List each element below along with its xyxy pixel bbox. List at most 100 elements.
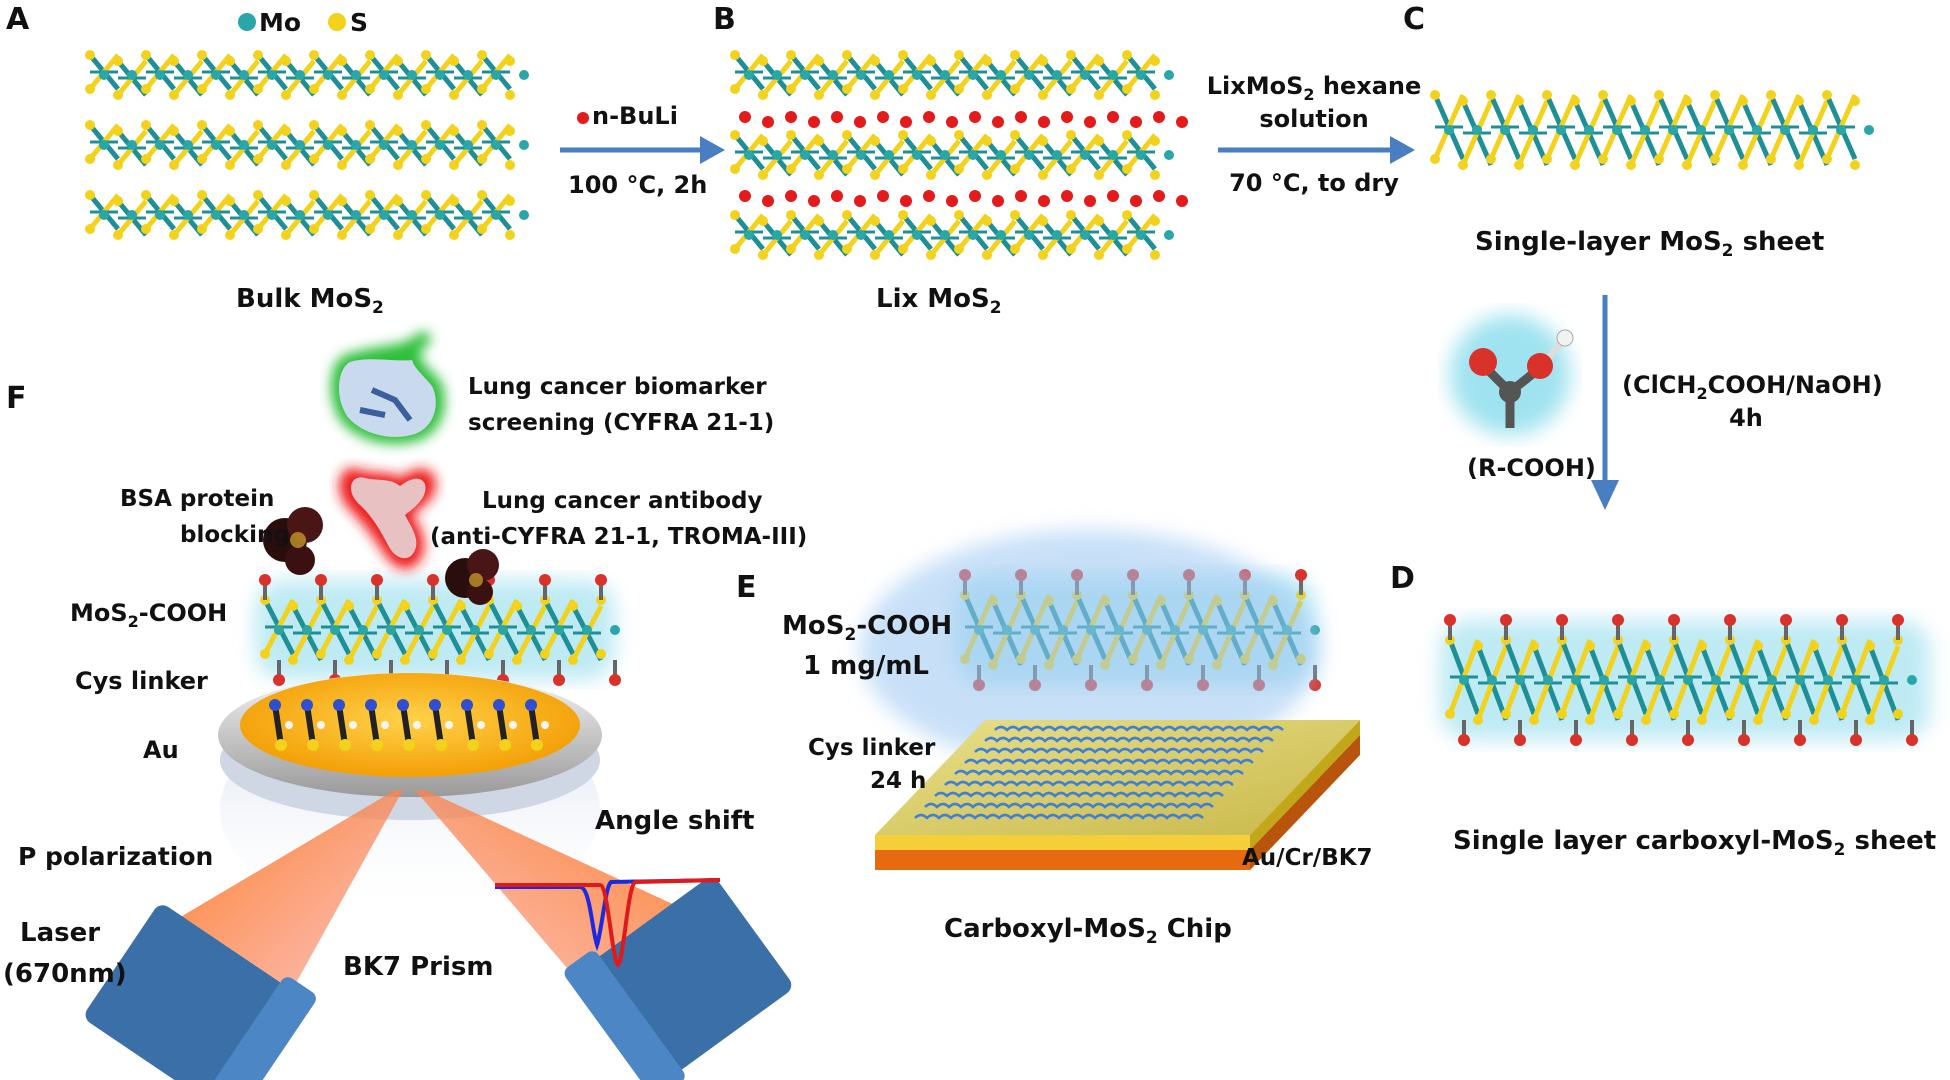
- caption-chip: Carboxyl-MoS2 Chip: [944, 914, 1232, 949]
- li-ion: [854, 116, 866, 128]
- label-f-au: Au: [143, 736, 179, 764]
- label-bsa-1: BSA protein: [120, 486, 275, 512]
- li-ion: [1061, 190, 1073, 202]
- li-ion: [1130, 195, 1142, 207]
- li-ion: [1107, 190, 1119, 202]
- condition-bc: 70 °C, to dry: [1229, 169, 1399, 197]
- panel-label-c: C: [1403, 2, 1426, 37]
- label-biomarker-1: Lung cancer biomarker: [468, 374, 767, 400]
- label-laser-wavelength: (670nm): [3, 959, 127, 989]
- li-ion: [1038, 116, 1050, 128]
- panel-label-a: A: [6, 2, 30, 37]
- lix-layer-3: [730, 210, 1174, 260]
- f-mos2-sheet: [255, 574, 621, 686]
- li-ion: [969, 111, 981, 123]
- li-ion: [946, 195, 958, 207]
- spr-setup: [85, 330, 792, 1080]
- au-film: [240, 673, 580, 777]
- li-ion: [831, 111, 843, 123]
- caption-carboxyl-sheet: Single layer carboxyl-MoS2 sheet: [1453, 826, 1937, 861]
- laser-source: [85, 905, 316, 1080]
- condition-ab: 100 °C, 2h: [568, 171, 708, 199]
- lix-layer-2: [730, 130, 1174, 180]
- li-ion: [923, 111, 935, 123]
- li-dot-legend: [577, 112, 589, 124]
- li-ion: [739, 190, 751, 202]
- panel-label-d: D: [1390, 561, 1415, 596]
- label-bsa-2: blocking: [180, 522, 290, 548]
- li-ion: [1176, 116, 1188, 128]
- label-e-mos2-cooh: MoS2-COOH: [782, 611, 953, 646]
- bulk-layer-3: [85, 190, 529, 240]
- label-p-polarization: P polarization: [18, 842, 214, 871]
- legend-s-atom: [328, 13, 346, 31]
- panel-label-e: E: [736, 570, 757, 605]
- antibody: [339, 468, 436, 570]
- li-ion: [1107, 111, 1119, 123]
- label-e-substrate: Au/Cr/BK7: [1242, 845, 1373, 871]
- caption-single-layer: Single-layer MoS2 sheet: [1475, 227, 1825, 262]
- li-ion: [1015, 111, 1027, 123]
- label-e-time: 24 h: [870, 768, 927, 794]
- arrow-b-to-c: [1218, 136, 1415, 164]
- spr-curve-red: [495, 878, 721, 968]
- arrow-c-to-d: [1591, 295, 1619, 510]
- chip-e: [860, 530, 1360, 870]
- li-ion: [877, 111, 889, 123]
- legend-s-label: S: [350, 8, 369, 37]
- biomarker-cyfra: [330, 330, 445, 444]
- cys-linker-waves: [914, 725, 1284, 820]
- li-ion: [808, 116, 820, 128]
- li-ion: [900, 116, 912, 128]
- label-laser: Laser: [20, 918, 101, 948]
- label-bk7-prism: BK7 Prism: [343, 952, 494, 982]
- bsa-protein-1: [263, 507, 323, 575]
- lix-layer-1: [730, 50, 1174, 100]
- li-ion: [1153, 111, 1165, 123]
- caption-bulk-mos2: Bulk MoS2: [236, 284, 384, 319]
- panel-label-b: B: [713, 2, 736, 37]
- panel-label-f: F: [6, 381, 27, 416]
- li-ion: [992, 116, 1004, 128]
- reagent-clch2cooh: (ClCH2COOH/NaOH): [1622, 371, 1883, 403]
- li-ion: [808, 195, 820, 207]
- bsa-protein-2: [445, 549, 499, 605]
- reaction-time: 4h: [1729, 404, 1763, 432]
- reagent-nbuli: n-BuLi: [592, 102, 678, 130]
- label-antibody-2: (anti-CYFRA 21-1, TROMA-III): [430, 524, 808, 550]
- label-e-concentration: 1 mg/mL: [803, 651, 930, 681]
- li-ion: [877, 190, 889, 202]
- li-ion: [739, 111, 751, 123]
- li-ion: [1084, 116, 1096, 128]
- rcooh-molecule: [1450, 315, 1574, 435]
- li-ion: [1153, 190, 1165, 202]
- label-angle-shift: Angle shift: [595, 806, 755, 836]
- arrow-a-to-b: [560, 112, 725, 164]
- li-ion: [1130, 116, 1142, 128]
- legend-mo-atom: [238, 13, 256, 31]
- li-ion: [1038, 195, 1050, 207]
- li-ion: [1084, 195, 1096, 207]
- li-ion: [1061, 111, 1073, 123]
- single-layer-sheet: [1430, 90, 1874, 170]
- li-ion: [1015, 190, 1027, 202]
- li-ion: [900, 195, 912, 207]
- li-ion: [831, 190, 843, 202]
- li-ion: [762, 195, 774, 207]
- detector: [564, 877, 792, 1080]
- reagent-lixmos2-hexane: LixMoS2 hexane: [1206, 72, 1422, 104]
- li-ion: [1176, 195, 1188, 207]
- label-antibody-1: Lung cancer antibody: [482, 488, 763, 514]
- bulk-layer-2: [85, 120, 529, 170]
- spr-curve-blue: [495, 878, 721, 952]
- legend-mo-label: Mo: [259, 8, 302, 37]
- li-ion: [969, 190, 981, 202]
- li-ion: [762, 116, 774, 128]
- carboxyl-sheet: [1440, 614, 1930, 746]
- li-ion: [785, 190, 797, 202]
- li-ion: [785, 111, 797, 123]
- label-f-cys: Cys linker: [75, 667, 208, 695]
- li-ion: [854, 195, 866, 207]
- bulk-layer-1: [85, 50, 529, 100]
- label-e-cys: Cys linker: [808, 735, 936, 761]
